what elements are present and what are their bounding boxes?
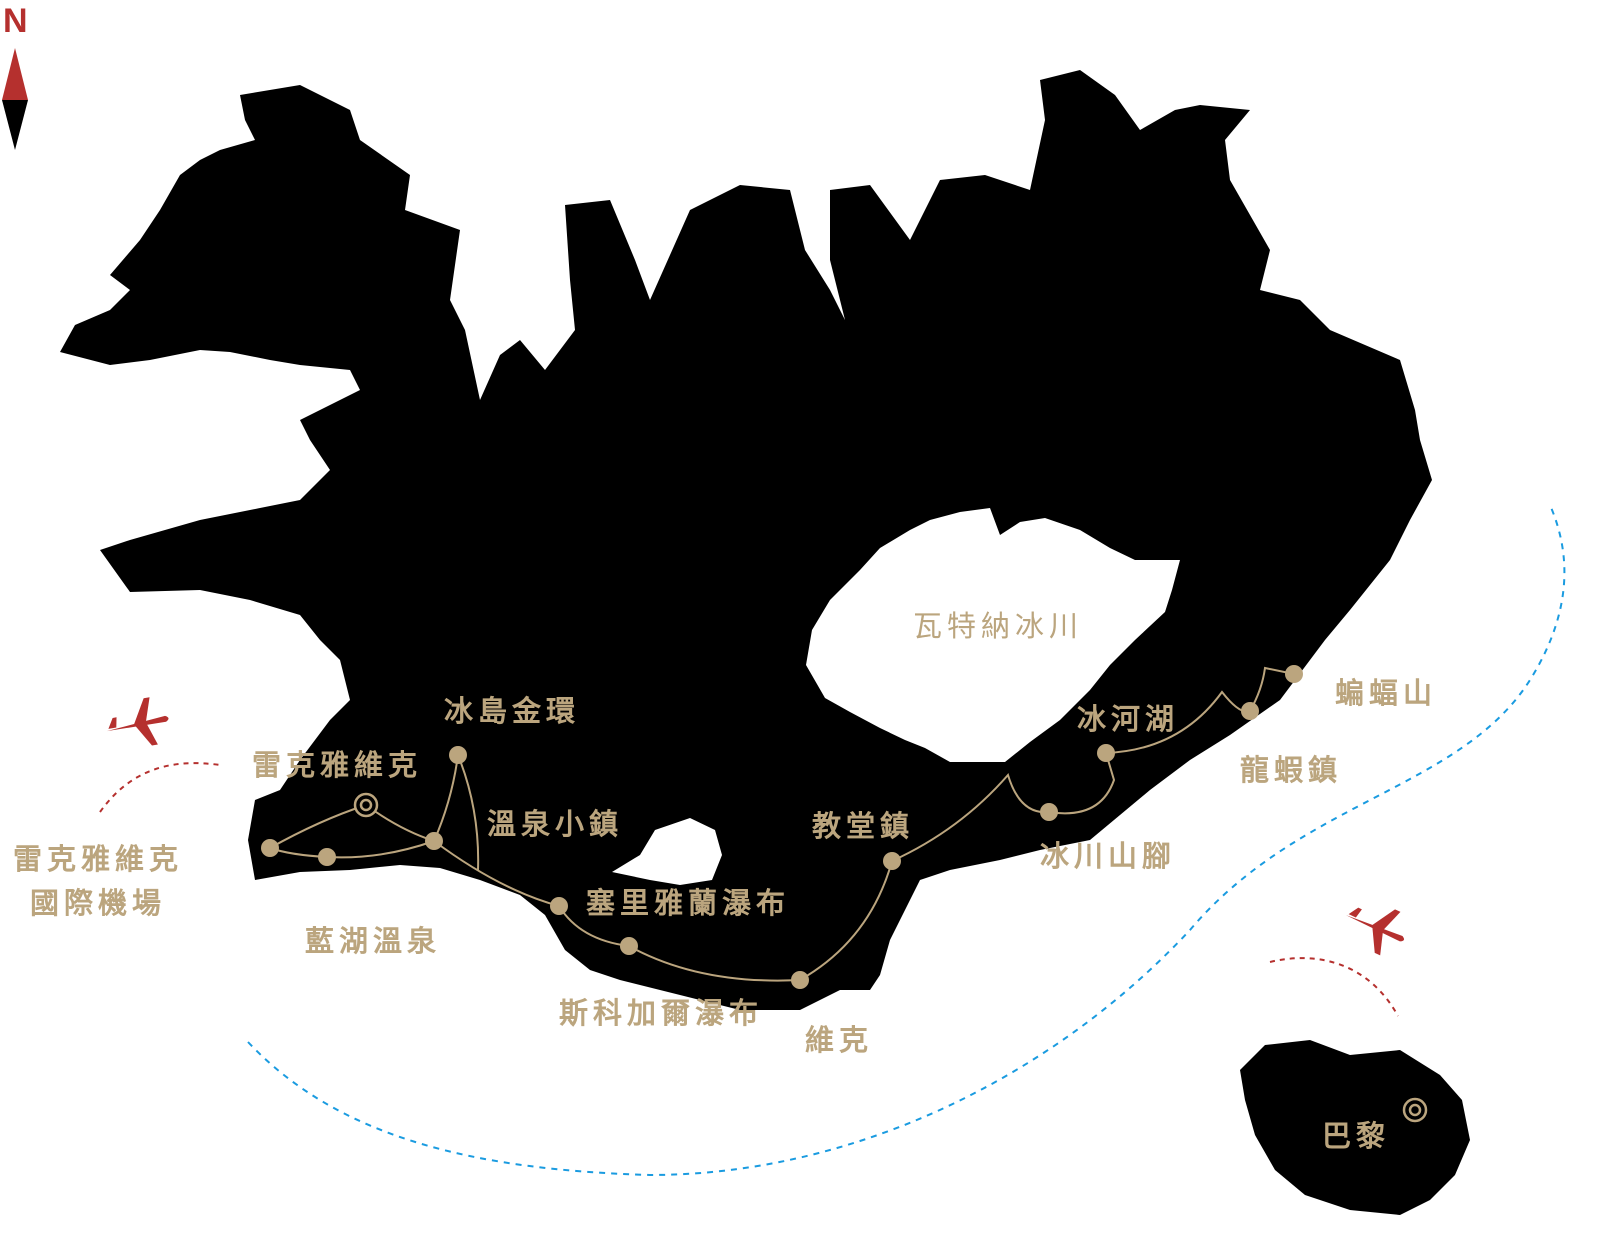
label-golden-circle: 冰島金環 (444, 694, 581, 728)
label-lobster-town: 龍蝦鎮 (1240, 753, 1343, 787)
label-hot-spring-town: 溫泉小鎮 (487, 807, 624, 841)
plane-icon (1345, 907, 1405, 956)
reykjavik-target-icon (353, 792, 379, 818)
white-inlet (612, 818, 722, 885)
paris-target-icon (1402, 1097, 1428, 1123)
flight-path-east (1269, 957, 1399, 1017)
label-glacier-lagoon: 冰河湖 (1077, 702, 1180, 736)
paris-landmass (1240, 1040, 1470, 1215)
stop-bat-mountain (1285, 665, 1303, 683)
plane-icon (106, 697, 169, 746)
label-paris: 巴黎 (1322, 1119, 1391, 1153)
stop-hot-spring-town (425, 832, 443, 850)
stop-blue-lagoon (318, 848, 336, 866)
label-airport-line2: 國際機場 (30, 886, 167, 920)
stop-airport (261, 839, 279, 857)
label-seljalandsfoss: 塞里雅蘭瀑布 (586, 886, 791, 920)
flight-path-west (99, 762, 221, 813)
label-glacier: 瓦特納冰川 (913, 609, 1084, 643)
stop-church-town (883, 852, 901, 870)
stop-skogafoss (620, 937, 638, 955)
stop-glacier-foot (1040, 803, 1058, 821)
label-bat-mountain: 蝙蝠山 (1335, 676, 1438, 710)
stop-vik (791, 971, 809, 989)
label-airport-line1: 雷克雅維克 (13, 842, 184, 876)
stop-glacier-lagoon (1097, 744, 1115, 762)
label-church-town: 教堂鎮 (812, 809, 915, 843)
glacier-area (806, 508, 1180, 762)
iceland-landmass (60, 70, 1432, 1010)
stop-seljalandsfoss (550, 897, 568, 915)
label-reykjavik: 雷克雅維克 (252, 748, 423, 782)
label-vik: 維克 (805, 1023, 874, 1057)
stop-lobster-town (1241, 702, 1259, 720)
route-stops (261, 665, 1303, 989)
compass-needle-icon (2, 48, 28, 150)
label-glacier-foot: 冰川山腳 (1040, 839, 1177, 873)
stop-golden-circle (449, 746, 467, 764)
compass-north-label: N (3, 2, 28, 40)
label-skogafoss: 斯科加爾瀑布 (559, 996, 764, 1030)
label-blue-lagoon: 藍湖溫泉 (305, 924, 442, 958)
sea-route-dashed (247, 504, 1566, 1177)
